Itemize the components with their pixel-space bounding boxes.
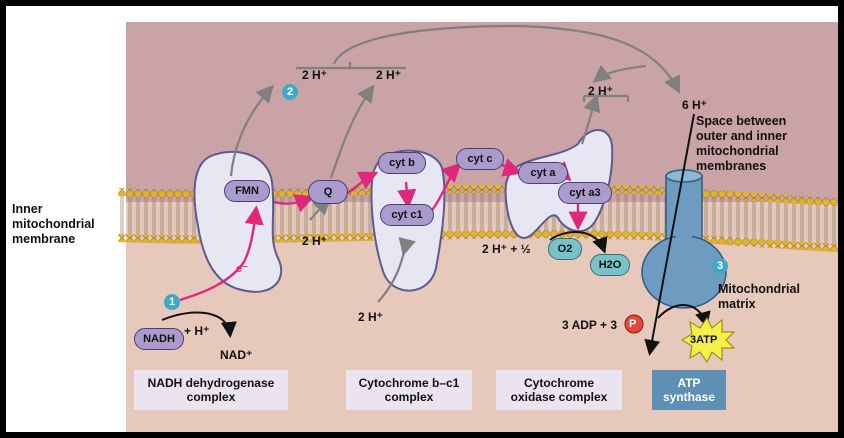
cyt-c-carrier: cyt c (456, 148, 504, 170)
step-3-badge: 3 (712, 258, 728, 274)
nadh-molecule: NADH (134, 328, 184, 350)
inner-membrane-label: Inner mitochondrial membrane (12, 202, 95, 246)
matrix-label: Mitochondrial matrix (718, 282, 800, 311)
electron-label: e⁻ (236, 263, 248, 275)
atp-label: 3ATP (690, 334, 718, 346)
step-1-badge: 1 (164, 294, 180, 310)
oxygen-equation: 2 H⁺ + ½ (482, 242, 531, 256)
water-molecule: H2O (590, 254, 630, 276)
electron-transport-diagram (6, 6, 838, 432)
diagram-canvas: Inner mitochondrial membrane Space betwe… (6, 6, 838, 432)
cyt-c1-carrier: cyt c1 (380, 204, 434, 226)
cyt-a-carrier: cyt a (518, 162, 568, 184)
phosphate-circle (624, 314, 644, 334)
adp-label: 3 ADP + 3 (562, 318, 618, 332)
fmn-carrier: FMN (224, 180, 270, 202)
cyt-b-carrier: cyt b (378, 152, 426, 174)
proton-label-q: 2 H⁺ (302, 234, 328, 248)
proton-pump-arrows (229, 24, 680, 303)
oxygen-molecule: O2 (548, 238, 582, 260)
atp-starburst (680, 316, 736, 364)
reaction-arrows (161, 113, 711, 356)
proton-label-bc1: 2 H⁺ (358, 310, 384, 324)
phosphate-label: P (629, 318, 637, 330)
intermembrane-space-label: Space between outer and inner mitochondr… (696, 114, 787, 173)
nadh-plus-proton: + H⁺ (184, 324, 210, 338)
atp-synthase-protein (641, 169, 727, 309)
proton-label-top-left: 2 H⁺ (302, 68, 328, 82)
proton-label-top-mid: 2 H⁺ (376, 68, 402, 82)
proton-label-six: 6 H⁺ (682, 98, 708, 112)
proton-label-top-right: 2 H⁺ (588, 84, 614, 98)
cytochrome-oxidase-protein (504, 129, 614, 240)
q-carrier: Q (308, 180, 348, 204)
cyt-a3-carrier: cyt a3 (558, 182, 612, 204)
nad-label: NAD⁺ (220, 348, 253, 362)
step-2-badge: 2 (282, 84, 298, 100)
